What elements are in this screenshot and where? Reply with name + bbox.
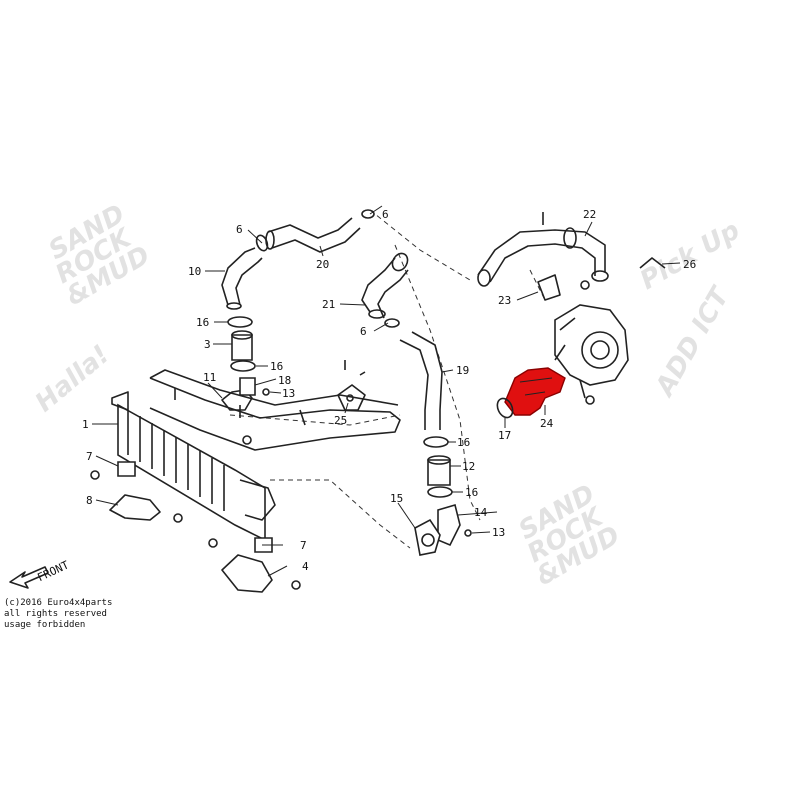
callout-4: 4 [302,560,309,573]
clamp-6-middle [384,318,400,328]
copyright-notice: (c)2016 Euro4x4parts all rights reserved… [4,598,112,631]
callout-7-a: 7 [86,450,93,463]
callout-6-c: 6 [382,208,389,221]
callout-14: 14 [474,506,488,519]
turbo-housing [554,304,629,405]
callout-6-a: 6 [236,223,243,236]
copyright-line-2: all rights reserved [4,609,107,619]
hose-22 [477,212,609,287]
svg-text:ADD ICT: ADD ICT [649,281,737,403]
clip-26 [639,257,666,269]
callout-3: 3 [204,338,211,351]
callout-17: 17 [498,429,511,442]
mount-4 [208,537,301,593]
callout-8: 8 [86,494,93,507]
callout-16-a: 16 [196,316,209,329]
svg-text:Pick Up: Pick Up [635,215,745,296]
intake-pipe-24[interactable] [504,367,566,416]
mount-8 [90,461,183,523]
crossmember [149,369,401,451]
callout-25: 25 [334,414,347,427]
copyright-line-1: (c)2016 Euro4x4parts [4,598,113,608]
callout-18: 18 [278,374,291,387]
watermark-logos: SAND ROCK &MUD Pick Up SAND ROCK &MUD AD… [30,199,745,592]
callout-7-b: 7 [300,539,307,552]
hose-20 [265,217,361,253]
front-label: FRONT [35,558,71,584]
elbow-11-18 [221,377,270,411]
callout-24: 24 [540,417,554,430]
front-direction-indicator: FRONT [9,558,71,589]
pipe-12-assembly [414,436,472,556]
callout-6-b: 6 [360,325,367,338]
callout-10: 10 [188,265,201,278]
bracket-25 [337,360,366,411]
copyright-line-3: usage forbidden [4,620,86,630]
bracket-23 [537,274,590,301]
callout-12: 12 [462,460,475,473]
callout-23: 23 [498,294,511,307]
callout-11: 11 [203,371,216,384]
callout-19: 19 [456,364,469,377]
callout-21: 21 [322,298,335,311]
svg-text:Halla!: Halla! [30,340,116,419]
intake-pipe-24-highlighted[interactable] [504,367,566,416]
callout-15: 15 [390,492,403,505]
pipe-3-assembly [227,316,256,372]
intercooler [111,391,276,542]
callout-13-b: 13 [492,526,505,539]
leader-lines [92,205,681,577]
callout-1: 1 [82,418,89,431]
callout-22: 22 [583,208,596,221]
callout-26: 26 [683,258,696,271]
hose-21 [361,252,409,319]
hose-19 [399,331,443,430]
callout-16-c: 16 [457,436,470,449]
clamp-6-top [361,209,375,219]
clamp-17 [496,397,514,419]
hose-10 [221,247,263,310]
callout-20: 20 [316,258,329,271]
callout-16-d: 16 [465,486,478,499]
callout-16-b: 16 [270,360,283,373]
callout-13-a: 13 [282,387,295,400]
callout-labels: 1 3 4 6 6 6 7 7 8 10 11 12 13 13 14 15 1… [82,208,696,573]
